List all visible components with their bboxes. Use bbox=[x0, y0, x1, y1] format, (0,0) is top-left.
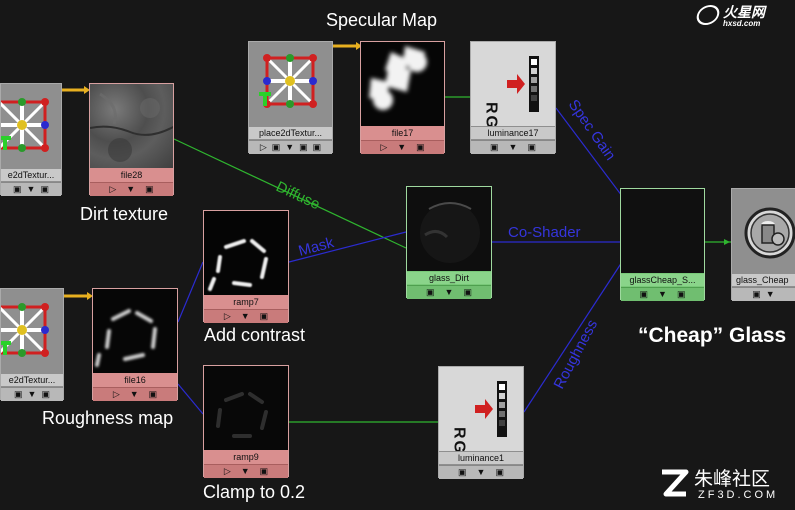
node-label: file17 bbox=[361, 127, 444, 139]
wire-file16-ramp7[interactable] bbox=[177, 261, 204, 323]
caption-cheap-glass: “Cheap” Glass bbox=[638, 324, 787, 347]
watermark-bottom-url: ZF3D.COM bbox=[698, 489, 779, 501]
node-swatch bbox=[1, 84, 61, 168]
caption-add-contrast: Add contrast bbox=[204, 325, 306, 345]
wire-label-mask: Mask bbox=[297, 234, 336, 260]
node-expand-toggle[interactable]: ▷ ▼ ▣ bbox=[90, 182, 173, 196]
node-label: glassCheap_S... bbox=[621, 274, 704, 286]
wire-arrowhead bbox=[84, 86, 90, 94]
node-expand-toggle[interactable]: ▷ ▣ ▼ ▣ ▣ bbox=[249, 140, 332, 154]
node-expand-toggle[interactable]: ▣ ▼ ▣ bbox=[1, 387, 63, 401]
caption-roughness-map: Roughness map bbox=[42, 408, 174, 428]
node-label: e2dTextur... bbox=[1, 374, 63, 386]
node-expand-toggle[interactable]: ▷ ▼ ▣ bbox=[204, 309, 288, 323]
node-label: glass_Cheap bbox=[732, 274, 795, 286]
node-label: ramp7 bbox=[204, 296, 288, 308]
node-label: place2dTextur... bbox=[249, 127, 332, 139]
file16-node[interactable]: file16 ▷ ▼ ▣ bbox=[92, 288, 178, 401]
place2d-texture-node-bottom[interactable]: e2dTextur... ▣ ▼ ▣ bbox=[0, 288, 64, 401]
watermark-bottom-brand: 朱峰社区 bbox=[694, 469, 771, 490]
wire-arrowhead bbox=[87, 292, 93, 300]
wire-arrowhead bbox=[356, 42, 362, 50]
watermark-z-logo-icon bbox=[662, 469, 689, 497]
file17-node[interactable]: file17 ▷ ▼ ▣ bbox=[360, 41, 445, 154]
file28-swatch bbox=[90, 84, 173, 168]
node-expand-toggle[interactable]: ▣ ▼ ▣ bbox=[1, 182, 61, 196]
place2d-texture-icon bbox=[259, 54, 317, 108]
glass-cheap-shading-group-node[interactable]: glass_Cheap ▣ ▼ bbox=[731, 188, 795, 301]
luminance-swatch: RGB bbox=[439, 367, 523, 451]
node-expand-toggle[interactable]: ▣ ▼ ▣ bbox=[439, 465, 523, 479]
ramp7-node[interactable]: ramp7 ▷ ▼ ▣ bbox=[203, 210, 289, 323]
node-expand-toggle[interactable]: ▣ ▼ ▣ bbox=[471, 140, 555, 154]
glass-dirt-swatch bbox=[407, 187, 491, 271]
place2d-texture-icon bbox=[1, 98, 49, 152]
glass-dirt-node[interactable]: glass_Dirt ▣ ▼ ▣ bbox=[406, 186, 492, 299]
luminance17-node[interactable]: RGB luminance17 ▣ ▼ ▣ bbox=[470, 41, 556, 154]
wire-diffuse[interactable] bbox=[173, 138, 407, 249]
rgb-icon-text: RGB bbox=[483, 102, 500, 126]
node-label: ramp9 bbox=[204, 451, 288, 463]
wire-label-diffuse: Diffuse bbox=[273, 178, 322, 213]
node-label: e2dTextur... bbox=[1, 169, 61, 181]
node-expand-toggle[interactable]: ▷ ▼ ▣ bbox=[204, 464, 288, 478]
ramp9-node[interactable]: ramp9 ▷ ▼ ▣ bbox=[203, 365, 289, 478]
node-expand-toggle[interactable]: ▣ ▼ ▣ bbox=[621, 287, 704, 301]
rgb-to-luminance-icon: RGB bbox=[451, 381, 507, 451]
file17-swatch bbox=[361, 42, 444, 126]
shading-group-icon bbox=[744, 207, 795, 259]
glass-cheap-shader-swatch bbox=[621, 189, 704, 273]
node-swatch bbox=[249, 42, 332, 126]
node-label: luminance1 bbox=[439, 452, 523, 464]
watermark-top-brand: 火星网 bbox=[723, 4, 765, 20]
luminance1-node[interactable]: RGB luminance1 ▣ ▼ ▣ bbox=[438, 366, 524, 479]
watermark-logo-icon bbox=[694, 5, 722, 25]
place2d-texture-node-top[interactable]: place2dTextur... ▷ ▣ ▼ ▣ ▣ bbox=[248, 41, 333, 154]
rgb-icon-text: RGB bbox=[451, 427, 468, 451]
watermark-top-url: hxsd.com bbox=[723, 19, 761, 28]
wire-spec-gain[interactable] bbox=[555, 107, 623, 197]
wire-mask[interactable] bbox=[288, 231, 407, 263]
watermark-top: 火星网 hxsd.com bbox=[694, 2, 791, 30]
wire-arrowhead bbox=[724, 239, 730, 245]
node-label: glass_Dirt bbox=[407, 272, 491, 284]
node-swatch bbox=[1, 289, 63, 373]
glass-cheap-shader-node[interactable]: glassCheap_S... ▣ ▼ ▣ bbox=[620, 188, 705, 301]
caption-specular-map: Specular Map bbox=[326, 10, 438, 30]
ramp7-swatch bbox=[204, 211, 288, 295]
place2d-texture-icon bbox=[1, 303, 49, 357]
wire-file16-ramp9[interactable] bbox=[177, 383, 204, 415]
node-expand-toggle[interactable]: ▷ ▼ ▣ bbox=[361, 140, 444, 154]
node-label: file16 bbox=[93, 374, 177, 386]
wire-roughness[interactable] bbox=[523, 261, 623, 413]
node-label: file28 bbox=[90, 169, 173, 181]
place2d-texture-node-mid[interactable]: e2dTextur... ▣ ▼ ▣ bbox=[0, 83, 62, 196]
file28-node[interactable]: file28 ▷ ▼ ▣ bbox=[89, 83, 174, 196]
caption-dirt-texture: Dirt texture bbox=[80, 204, 169, 224]
node-expand-toggle[interactable]: ▣ ▼ ▣ bbox=[407, 285, 491, 299]
ramp9-swatch bbox=[204, 366, 288, 450]
shading-group-swatch bbox=[732, 189, 795, 273]
wire-label-roughness: Roughness bbox=[551, 317, 602, 392]
wire-label-co-shader: Co-Shader bbox=[508, 224, 581, 241]
luminance-swatch: RGB bbox=[471, 42, 555, 126]
node-expand-toggle[interactable]: ▷ ▼ ▣ bbox=[93, 387, 177, 401]
node-label: luminance17 bbox=[471, 127, 555, 139]
watermark-bottom: 朱峰社区 ZF3D.COM bbox=[658, 464, 793, 506]
rgb-to-luminance-icon: RGB bbox=[483, 56, 539, 126]
file16-swatch bbox=[93, 289, 177, 373]
caption-clamp: Clamp to 0.2 bbox=[203, 482, 306, 502]
node-expand-toggle[interactable]: ▣ ▼ bbox=[732, 287, 795, 301]
